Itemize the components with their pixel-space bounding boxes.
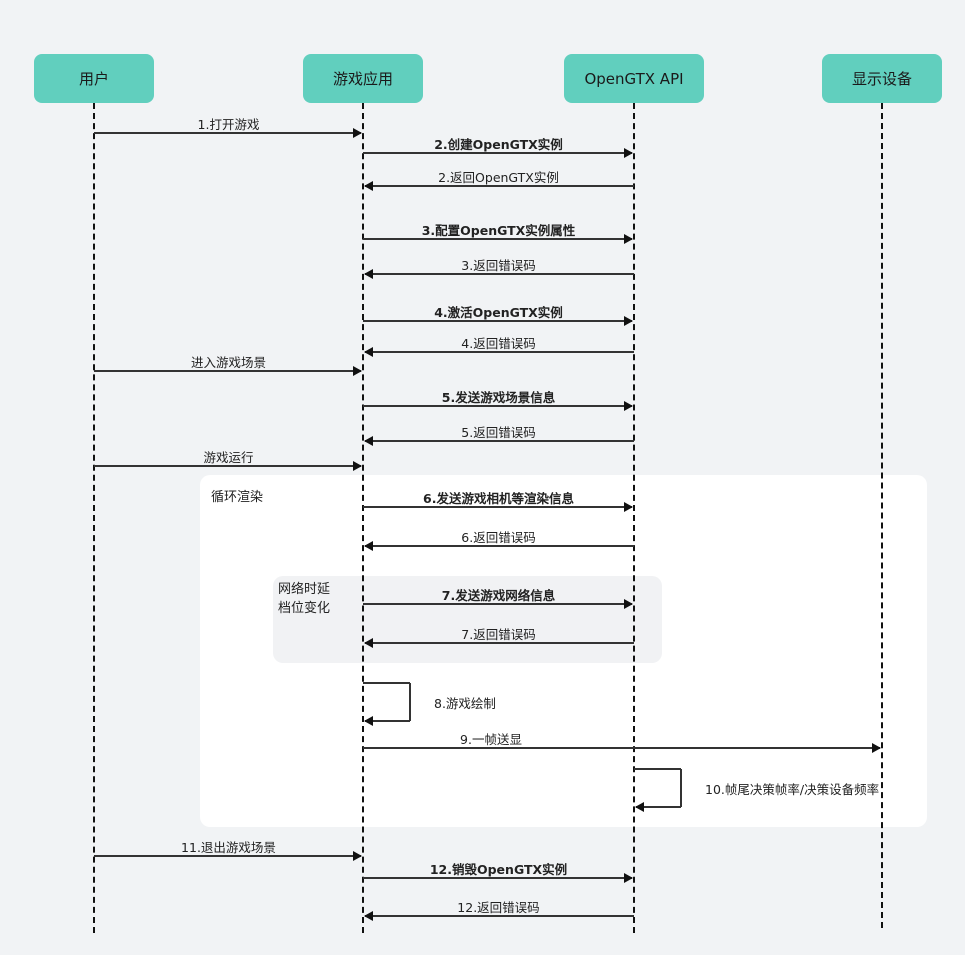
message-label: 12.销毁OpenGTX实例 [429,862,568,877]
message-label: 游戏运行 [203,450,254,465]
message-arrow [363,743,881,753]
message-arrow [364,269,634,279]
message-label: 8.游戏绘制 [434,696,496,711]
message-label: 6.发送游戏相机等渲染信息 [423,491,574,506]
message-label: 7.发送游戏网络信息 [441,588,556,603]
lifeline-display-device [881,103,883,928]
actor-user: 用户 [34,54,154,103]
message-label: 7.返回错误码 [461,627,536,642]
message-arrow [363,682,411,726]
message-label: 5.返回错误码 [461,425,536,440]
loop-frame-label: 循环渲染 [211,490,264,505]
message-label: 4.激活OpenGTX实例 [434,305,563,320]
message-label: 10.帧尾决策帧率/决策设备频率 [705,782,880,797]
message-arrow [363,873,633,883]
message-arrow [94,128,362,138]
message-label: 6.返回错误码 [461,530,536,545]
message-arrow [363,599,633,609]
actor-opengtx-api: OpenGTX API [564,54,704,103]
message-arrow [364,436,634,446]
message-arrow [364,541,634,551]
message-label: 2.创建OpenGTX实例 [434,137,563,152]
message-arrow [364,638,634,648]
lifeline-user [93,103,95,933]
actor-game-app: 游戏应用 [303,54,423,103]
message-arrow [364,911,634,921]
actor-user-label: 用户 [78,70,109,88]
message-arrow [94,366,362,376]
message-arrow [364,181,634,191]
message-arrow [363,234,633,244]
message-label: 12.返回错误码 [457,900,540,915]
message-label: 3.返回错误码 [461,258,536,273]
message-arrow [363,401,633,411]
actor-display-device-label: 显示设备 [851,70,912,88]
message-label: 2.返回OpenGTX实例 [438,170,559,185]
message-label: 1.打开游戏 [197,117,260,132]
message-label: 进入游戏场景 [190,355,267,370]
actor-game-app-label: 游戏应用 [332,70,393,88]
lifeline-game-app [362,103,364,933]
message-arrow [94,461,362,471]
lifeline-opengtx-api [633,103,635,933]
actor-opengtx-api-label: OpenGTX API [584,69,684,88]
message-label: 5.发送游戏场景信息 [441,390,556,405]
actor-display-device: 显示设备 [822,54,942,103]
message-arrow [363,316,633,326]
message-arrow [94,851,362,861]
message-arrow [634,768,682,812]
message-arrow [363,502,633,512]
network-frame [273,576,662,663]
message-label: 4.返回错误码 [461,336,536,351]
message-label: 11.退出游戏场景 [181,840,276,855]
message-arrow [364,347,634,357]
network-frame-label: 网络时延 档位变化 [278,582,331,616]
message-arrow [363,148,633,158]
message-label: 3.配置OpenGTX实例属性 [421,223,576,238]
message-label: 9.一帧送显 [460,732,522,747]
